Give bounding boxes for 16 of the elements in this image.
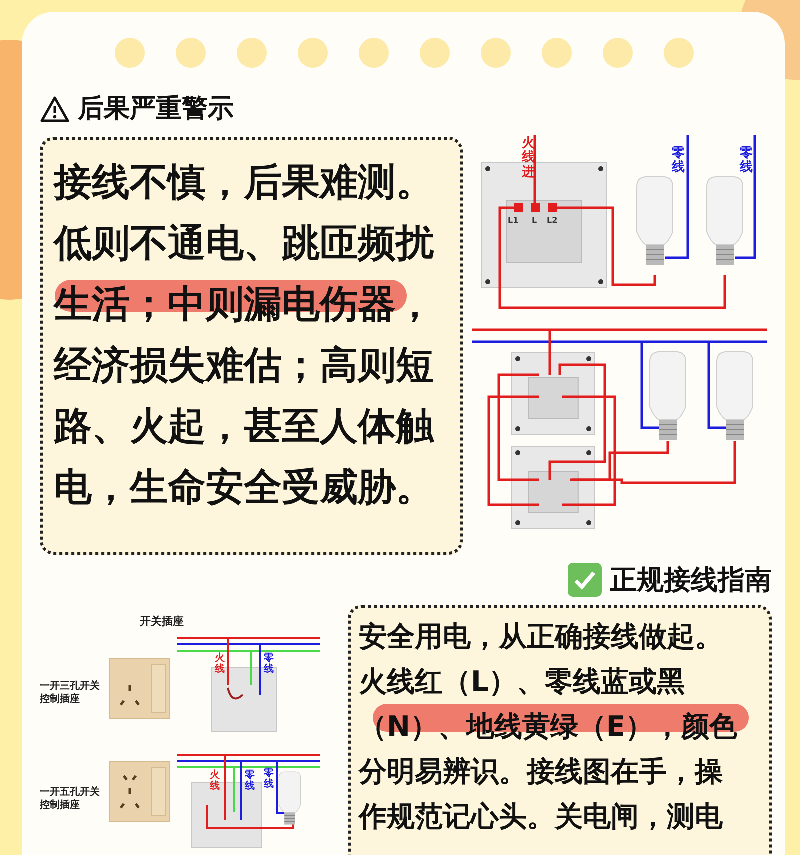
diagram-label: 零线 (264, 768, 274, 790)
diagram-label: 开关插座 (140, 614, 184, 630)
diagram-label: 火线 (215, 653, 225, 675)
diagram-label: 零线 (672, 147, 685, 176)
diagram-label: L (532, 215, 538, 227)
diagram-label: 零线 (245, 770, 255, 792)
diagram-label: 一开五孔开关控制插座 (40, 786, 101, 812)
section-heading: 后果严重警示 (78, 96, 234, 122)
diagram-label: L2 (547, 215, 558, 227)
diagram-label: 零线 (740, 147, 753, 176)
diagram-label: 零线 (264, 653, 274, 675)
diagram-label: 火线进 (522, 137, 535, 180)
section-heading: 正规接线指南 (610, 566, 772, 594)
diagram-label: L1 (508, 215, 519, 227)
diagram-label: 一开三孔开关控制插座 (40, 680, 101, 706)
diagram-label: 火线 (210, 770, 220, 792)
